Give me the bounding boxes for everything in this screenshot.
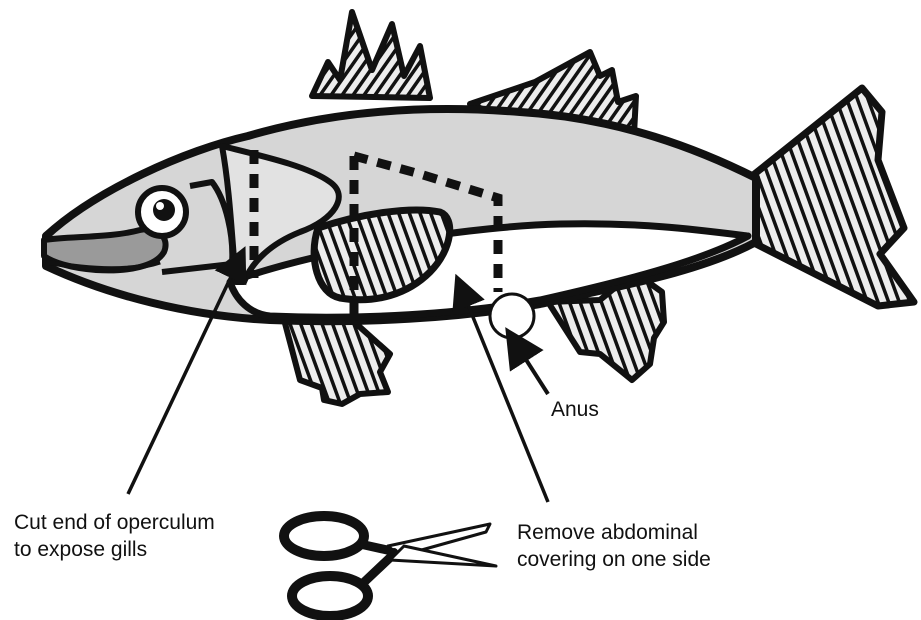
label-anus: Anus	[551, 396, 599, 423]
dorsal-fin-spiny	[312, 12, 430, 98]
scissors-icon	[284, 516, 496, 616]
tail-fin	[752, 88, 914, 306]
label-operculum-line2: to expose gills	[14, 536, 215, 563]
eye-highlight	[156, 202, 164, 210]
anus-marker	[490, 294, 534, 338]
label-abdominal-line2: covering on one side	[517, 546, 711, 573]
label-operculum: Cut end of operculum to expose gills	[14, 509, 215, 563]
eye-pupil	[153, 199, 175, 221]
pointer-anus	[516, 344, 548, 394]
label-abdominal-line1: Remove abdominal	[517, 519, 711, 546]
pelvic-fin	[282, 312, 390, 404]
label-operculum-line1: Cut end of operculum	[14, 509, 215, 536]
label-abdominal: Remove abdominal covering on one side	[517, 519, 711, 573]
